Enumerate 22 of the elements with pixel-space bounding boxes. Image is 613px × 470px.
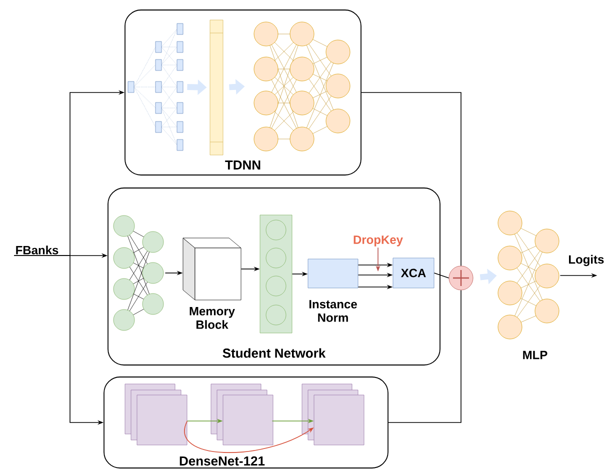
feature-bar [210, 20, 224, 156]
neural-network-drawing [113, 215, 164, 331]
feature-map-stack [302, 384, 364, 446]
process-box: XCA [392, 258, 434, 288]
feature-map-stack [124, 384, 188, 446]
connector-line [388, 290, 462, 423]
panel-title: Student Network [222, 348, 326, 358]
edge-label: Logits [567, 254, 606, 268]
layer-tree-drawing [128, 23, 184, 151]
plus-circle [448, 266, 474, 290]
neuron-column [260, 214, 292, 334]
connector-line [434, 272, 450, 278]
input-label: FBanks [16, 246, 58, 254]
block-label: Memory Block [190, 307, 235, 329]
connector-line [361, 92, 462, 266]
block-label: MLP [523, 350, 548, 360]
panel-title: TDNN [225, 160, 260, 170]
panel-title: DenseNet-121 [180, 456, 265, 466]
annotation-label: DropKey [354, 236, 403, 246]
feature-map-stack [210, 384, 274, 446]
neural-network-drawing [254, 22, 350, 152]
block-label: Instance Norm [309, 300, 357, 322]
